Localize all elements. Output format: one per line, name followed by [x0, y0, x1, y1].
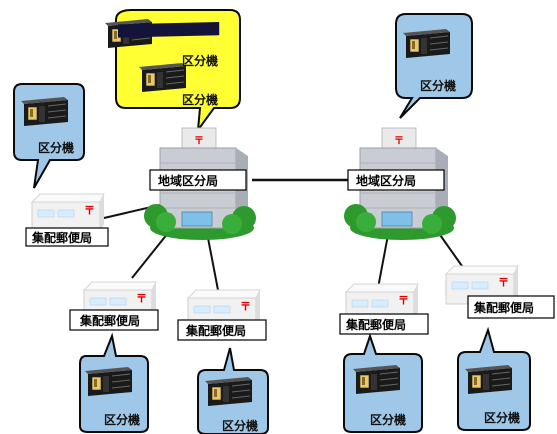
sorting-machine-icon — [464, 364, 513, 395]
central-bubble-label-2: 区分機 — [182, 92, 218, 107]
sorting-machine-icon — [402, 28, 451, 59]
office-label: 集配郵便局 — [31, 230, 92, 245]
central-bubble-label-1: 区分機 — [182, 53, 218, 68]
link-hub1-office3 — [207, 237, 219, 291]
delivery-office-5: 集配郵便局 区分機 — [445, 265, 555, 431]
office-bubble-label: 区分機 — [484, 410, 520, 425]
link-hub2-office5 — [437, 231, 463, 267]
delivery-office-3: 集配郵便局 区分機 — [177, 289, 269, 434]
office-label: 集配郵便局 — [79, 313, 140, 328]
sorting-machine-icon — [20, 96, 69, 127]
delivery-post-office-icon — [31, 193, 105, 233]
office-bubble-label: 区分機 — [370, 412, 406, 427]
sorting-machine-icon — [118, 22, 220, 38]
hub2-bubble-label: 区分機 — [420, 78, 456, 93]
office-label: 集配郵便局 — [185, 323, 246, 338]
sorting-machine-icon — [204, 376, 253, 407]
link-hub2-office4 — [377, 234, 389, 289]
office-bubble-label: 区分機 — [104, 412, 140, 427]
regional-hub-1: 地域区分局 — [143, 127, 257, 241]
office-bubble-label: 区分機 — [222, 418, 258, 433]
office-bubble-label: 区分機 — [38, 140, 74, 155]
sorting-machine-icon — [352, 364, 401, 395]
delivery-office-2: 集配郵便局 区分機 — [69, 281, 159, 433]
regional-hub-2: 地域区分局 — [343, 127, 457, 241]
hub-label: 地域区分局 — [356, 173, 416, 188]
sorting-machine-icon — [84, 366, 133, 397]
office-label: 集配郵便局 — [473, 300, 534, 315]
central-sorting-bubble: 区分機 区分機 — [104, 9, 241, 134]
delivery-office-4: 集配郵便局 区分機 — [339, 283, 429, 433]
sorting-machine-icon — [138, 62, 187, 93]
hub-label: 地域区分局 — [158, 173, 218, 188]
office-label: 集配郵便局 — [345, 317, 406, 332]
delivery-office-1: 区分機 集配郵便局 — [13, 83, 109, 247]
hub2-sorting-bubble: 区分機 — [395, 13, 473, 119]
